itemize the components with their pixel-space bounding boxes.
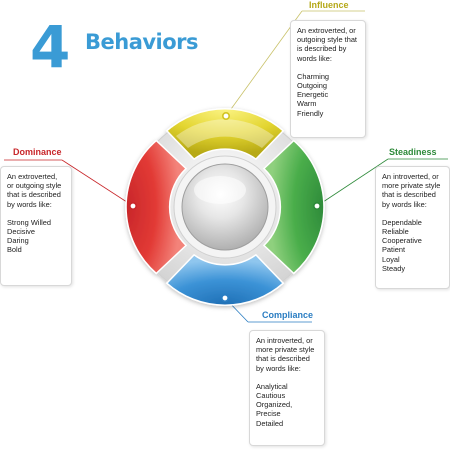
steadiness-word: Steady <box>382 263 406 273</box>
dominance-label: Dominance <box>13 147 62 157</box>
dominance-connector-line <box>61 159 134 207</box>
steadiness-word: Dependable <box>382 217 422 227</box>
influence-description: An extroverted, or outgoing style that i… <box>297 26 357 63</box>
dominance-word: Decisive <box>7 227 35 237</box>
influence-word: Charming <box>297 71 330 81</box>
steadiness-label: Steadiness <box>389 147 437 157</box>
influence-label: Influence <box>309 0 349 10</box>
steadiness-dot <box>312 202 321 211</box>
compliance-word: Organized, <box>256 400 293 410</box>
dominance-segment <box>125 139 188 275</box>
compliance-word: Analytical <box>256 381 288 391</box>
compliance-dot <box>221 293 230 302</box>
steadiness-card: An introverted, or more private style th… <box>375 166 450 289</box>
dominance-word-list: Strong Willed Decisive Daring Bold <box>7 218 65 255</box>
title-word: Behaviors <box>85 30 199 54</box>
influence-card: An extroverted, or outgoing style that i… <box>290 20 366 138</box>
compliance-word: Cautious <box>256 391 286 401</box>
influence-word: Friendly <box>297 108 324 118</box>
compliance-word: Detailed <box>256 418 284 428</box>
compliance-description: An introverted, or more private style th… <box>256 336 315 373</box>
influence-word: Warm <box>297 99 317 109</box>
title-number: 4 <box>30 13 70 81</box>
compliance-word: Precise <box>256 409 281 419</box>
influence-word: Outgoing <box>297 81 327 91</box>
influence-word: Energetic <box>297 90 329 100</box>
steadiness-word: Cooperative <box>382 236 422 246</box>
influence-connector-line <box>225 10 303 117</box>
dominance-description: An extroverted, or outgoing style that i… <box>7 172 62 209</box>
compliance-label: Compliance <box>262 310 314 320</box>
compliance-segment <box>165 253 285 306</box>
influence-word-list: Charming Outgoing Energetic Warm Friendl… <box>297 72 359 118</box>
influence-dot <box>222 112 231 121</box>
steadiness-segment <box>262 139 325 275</box>
compliance-word-list: Analytical Cautious Organized, Precise D… <box>256 382 318 428</box>
dominance-word: Bold <box>7 245 22 255</box>
steadiness-word-list: Dependable Reliable Cooperative Patient … <box>382 218 443 273</box>
dominance-word: Strong Willed <box>7 217 51 227</box>
steadiness-word: Patient <box>382 245 406 255</box>
dominance-word: Daring <box>7 236 29 246</box>
dominance-dot <box>129 202 138 211</box>
compliance-card: An introverted, or more private style th… <box>249 330 325 446</box>
dominance-card: An extroverted, or outgoing style that i… <box>0 166 72 286</box>
steadiness-word: Loyal <box>382 254 400 264</box>
steadiness-description: An introverted, or more private style th… <box>382 172 441 209</box>
steadiness-word: Reliable <box>382 227 409 237</box>
